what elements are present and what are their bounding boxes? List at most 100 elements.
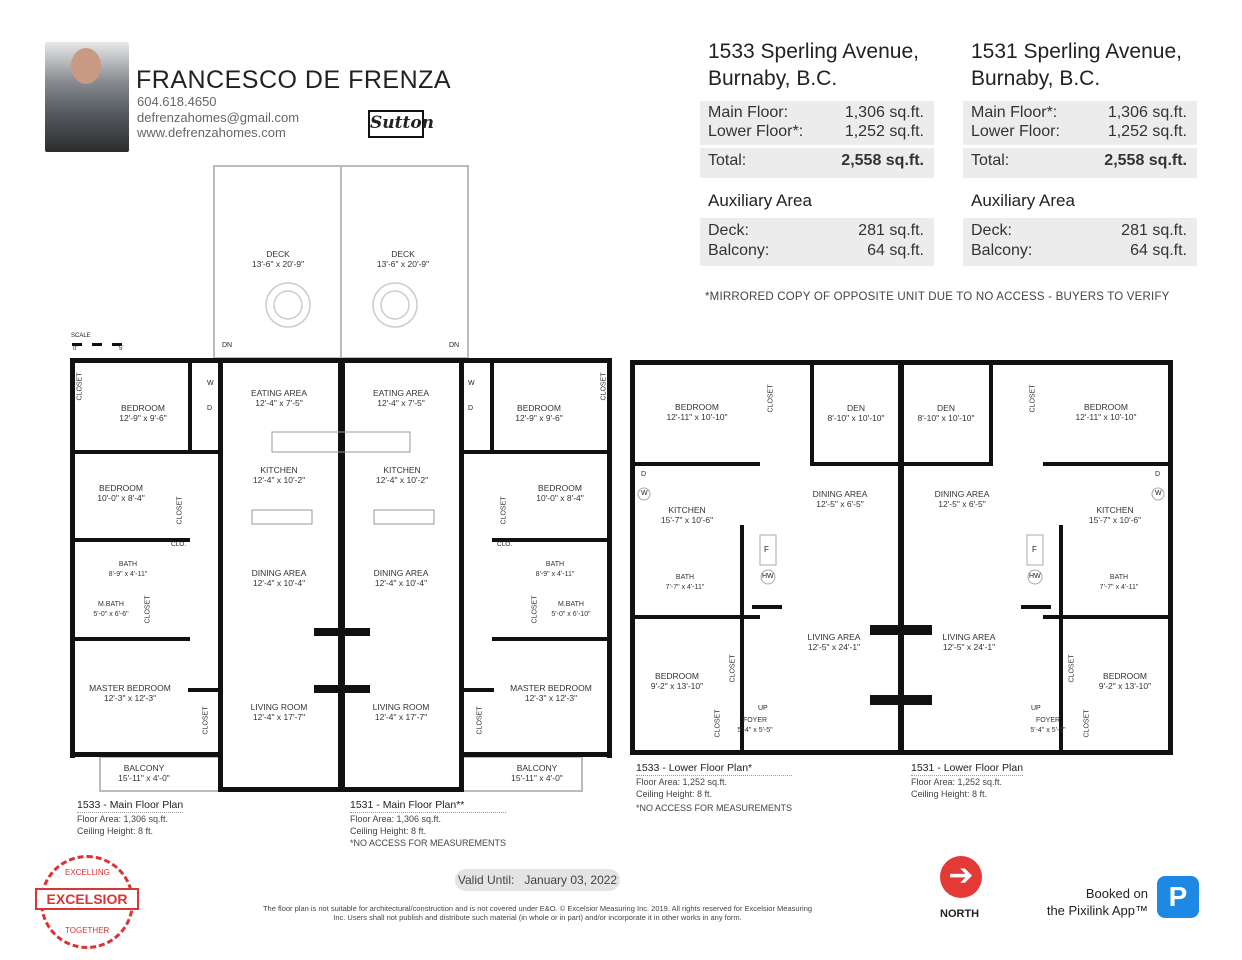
auxiliary-area-table: Deck:281 sq.ft.Balcony:64 sq.ft. (700, 218, 934, 266)
total-row: Total:2,558 sq.ft. (963, 148, 1197, 178)
plan-caption-1533-lower: 1533 - Lower Floor Plan* Floor Area: 1,2… (636, 762, 793, 813)
closet-label: CLOSET (531, 595, 539, 624)
legal-disclaimer: The floor plan is not suitable for archi… (262, 904, 813, 922)
washer-label: W (207, 380, 214, 387)
total-row: Total:2,558 sq.ft. (700, 148, 934, 178)
plan-caption-1531-main: 1531 - Main Floor Plan** Floor Area: 1,3… (350, 799, 507, 848)
plan-caption-1533-main: 1533 - Main Floor Plan Floor Area: 1,306… (77, 799, 184, 836)
washer-label: W (641, 490, 648, 497)
closet-label: CLOSET (76, 372, 84, 401)
scale-end: 5' (119, 346, 124, 352)
dryer-label: D (641, 471, 647, 478)
north-label: NORTH (940, 908, 980, 920)
excelsior-stamp-logo: EXCELSIOR EXCELLING TOGETHER (35, 855, 139, 949)
closet-label: CLOSET (202, 706, 210, 735)
closet-label: CLOSET (176, 496, 184, 525)
scale-bar (72, 343, 122, 346)
closet-label: CLOSET (1083, 709, 1091, 738)
furnace-label: F (1032, 545, 1037, 554)
hot-water-label: HW (762, 573, 774, 580)
agent-name: FRANCESCO DE FRENZA (136, 66, 452, 94)
stairs-up-label: UP (758, 705, 768, 712)
valid-until-badge: Valid Until: January 03, 2022 (455, 869, 620, 891)
plan-caption-1531-lower: 1531 - Lower Floor Plan Floor Area: 1,25… (911, 762, 1024, 799)
valid-until-date: January 03, 2022 (524, 873, 618, 887)
furnace-label: F (764, 545, 769, 554)
sutton-logo: Sutton (368, 110, 434, 138)
closet-label: CLO. (171, 541, 187, 548)
scale-start: 0' (73, 346, 78, 352)
closet-label: CLOSET (1029, 384, 1037, 413)
north-arrow-icon: ➔ (940, 856, 982, 898)
washer-label: W (468, 380, 475, 387)
mirror-note: *MIRRORED COPY OF OPPOSITE UNIT DUE TO N… (705, 291, 1170, 303)
closet-label: CLOSET (600, 372, 608, 401)
closet-label: CLOSET (500, 496, 508, 525)
agent-website: www.defrenzahomes.com (137, 125, 286, 140)
dryer-label: D (468, 405, 474, 412)
patio-furniture (265, 282, 418, 328)
auxiliary-area-table: Deck:281 sq.ft.Balcony:64 sq.ft. (963, 218, 1197, 266)
agent-email: defrenzahomes@gmail.com (137, 110, 300, 125)
dryer-label: D (1155, 471, 1161, 478)
unit-address: 1531 Sperling Avenue,Burnaby, B.C. (971, 40, 1182, 90)
closet-label: CLO. (497, 541, 513, 548)
auxiliary-area-heading: Auxiliary Area (708, 191, 812, 210)
auxiliary-area-heading: Auxiliary Area (971, 191, 1075, 210)
main-floor-walls (70, 358, 612, 792)
closet-label: CLOSET (144, 595, 152, 624)
stairs-up-label: UP (1031, 705, 1041, 712)
stairs-down-label: DN (449, 342, 460, 349)
scale-label: SCALE (71, 333, 91, 339)
hot-water-label: HW (1029, 573, 1041, 580)
washer-label: W (1155, 490, 1162, 497)
unit-address: 1533 Sperling Avenue,Burnaby, B.C. (708, 40, 919, 90)
agent-photo (45, 42, 129, 152)
closet-label: CLOSET (1068, 654, 1076, 683)
dryer-label: D (207, 405, 213, 412)
valid-until-label: Valid Until: (457, 873, 515, 887)
floor-area-table: Main Floor*:1,306 sq.ft.Lower Floor:1,25… (963, 101, 1197, 145)
lower-floor-walls (630, 360, 1173, 755)
stairs-down-label: DN (222, 342, 233, 349)
pixilink-logo-icon: P (1157, 876, 1199, 918)
closet-label: CLOSET (729, 654, 737, 683)
closet-label: CLOSET (767, 384, 775, 413)
closet-label: CLOSET (476, 706, 484, 735)
